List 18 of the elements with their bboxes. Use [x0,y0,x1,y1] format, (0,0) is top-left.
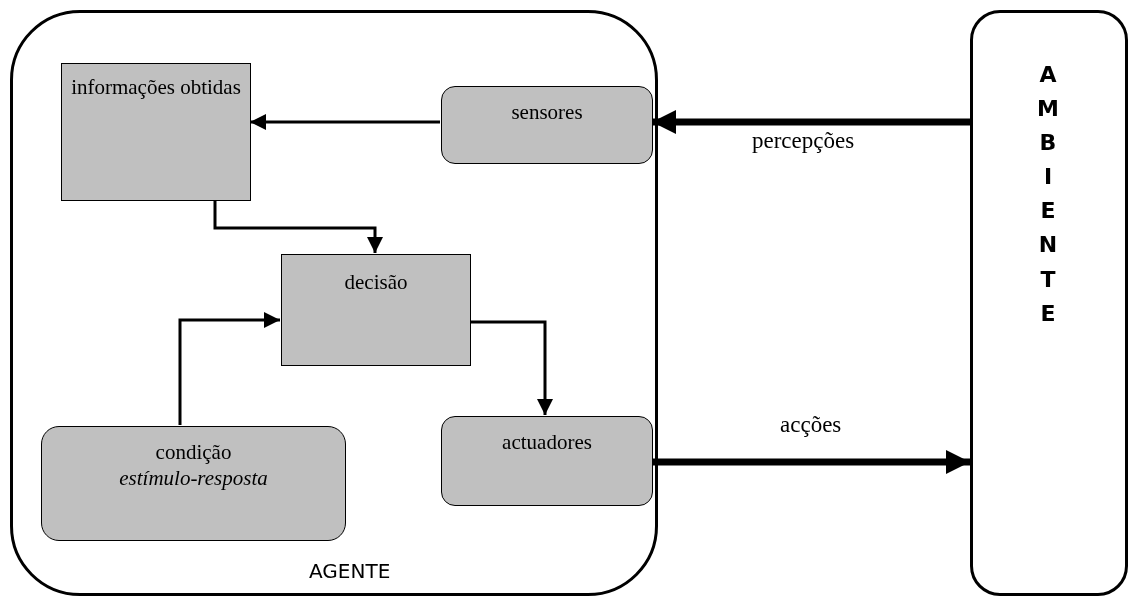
node-label: informações obtidas [70,74,242,101]
node-label: decisão [343,269,409,296]
node-label: AMBIENTE [1037,61,1059,328]
process-box [281,254,471,366]
rounded-box [441,416,653,506]
process-box [61,63,251,201]
rounded-box [441,86,653,164]
rounded-box [41,426,346,541]
arrow [178,312,280,425]
container-box [10,10,658,596]
arrow [213,200,383,253]
node-label: AGENTE [309,559,391,584]
node-label: condição estímulo-resposta [118,439,269,492]
container-box [970,10,1128,596]
node-label: actuadores [501,429,593,456]
arrow [470,320,553,415]
node-label: sensores [510,99,584,126]
arrow [250,114,440,130]
